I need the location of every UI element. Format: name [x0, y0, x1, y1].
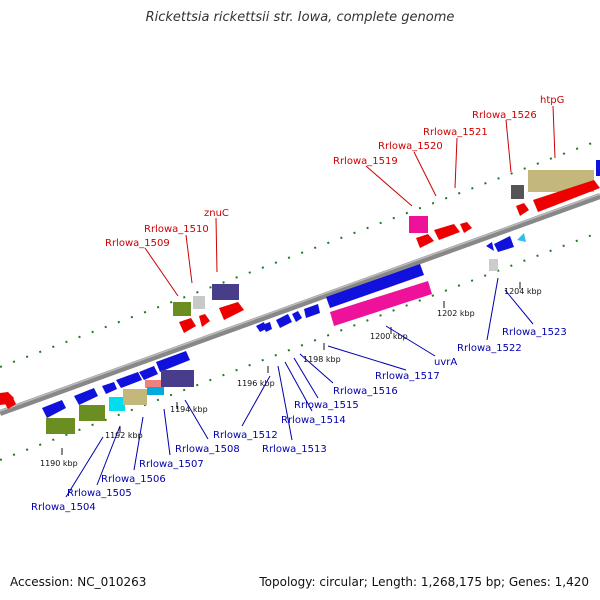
gene-label-Rrlowa_1519: Rrlowa_1519: [333, 156, 398, 167]
gene-label-znuC: znuC: [204, 208, 229, 219]
gene-arrow-long-magenta: [330, 281, 432, 326]
gene-label-Rrlowa_1526: Rrlowa_1526: [472, 110, 537, 121]
gene-arrow: [139, 366, 158, 380]
kbp-label-1198: 1198 kbp: [303, 355, 341, 364]
gene-arrow-long: [326, 264, 424, 308]
gene-label-Rrlowa_1517: Rrlowa_1517: [375, 371, 440, 382]
gene-label-Rrlowa_1522: Rrlowa_1522: [457, 343, 522, 354]
gene-block-salmon: [145, 380, 163, 388]
gene-block-teal: [147, 387, 164, 395]
gene-block-magenta: [409, 216, 428, 233]
accession-label: Accession: NC_010263: [10, 575, 147, 589]
gene-label-htpG: htpG: [540, 95, 564, 106]
gene-arrow: [179, 318, 196, 333]
gene-label-Rrlowa_1505: Rrlowa_1505: [67, 488, 132, 499]
gene-arrow: [486, 242, 494, 251]
reverse-leader-lines: [65, 277, 534, 498]
gene-arrow: [533, 180, 600, 212]
gene-block-olive: [173, 302, 191, 316]
kbp-label-1200: 1200 kbp: [370, 332, 408, 341]
kbp-ticks: [61, 282, 521, 455]
kbp-label-1202: 1202 kbp: [437, 309, 475, 318]
gene-label-Rrlowa_1506: Rrlowa_1506: [101, 474, 166, 485]
gene-label-Rrlowa_1521: Rrlowa_1521: [423, 127, 488, 138]
gene-arrow: [42, 400, 66, 418]
gene-arrow: [74, 388, 98, 405]
gene-label-Rrlowa_1507: Rrlowa_1507: [139, 459, 204, 470]
gene-block-khaki: [123, 389, 147, 405]
kbp-label-1204: 1204 kbp: [504, 287, 542, 296]
gene-label-Rrlowa_1514: Rrlowa_1514: [281, 415, 346, 426]
gene-label-uvrA: uvrA: [434, 357, 457, 368]
backbone-line: [0, 193, 600, 416]
gene-label-Rrlowa_1513: Rrlowa_1513: [262, 444, 327, 455]
reverse-labels: Rrlowa_1504 Rrlowa_1505 Rrlowa_1506 Rrlo…: [31, 327, 567, 513]
gene-arrow: [494, 236, 514, 252]
reverse-genes: [42, 233, 526, 434]
gene-arrow: [102, 382, 117, 394]
gene-arrow: [292, 311, 302, 322]
gene-label-Rrlowa_1509: Rrlowa_1509: [105, 238, 170, 249]
gene-arrow: [460, 222, 472, 233]
forward-leader-lines: [144, 105, 556, 297]
gene-block-darkgray: [511, 185, 524, 199]
backbone-highlight: [0, 193, 600, 412]
gene-arrow: [517, 233, 526, 242]
gene-arrow: [199, 314, 210, 327]
kbp-labels: 1190 kbp 1192 kbp 1194 kbp 1196 kbp 1198…: [40, 287, 542, 468]
kbp-label-1194: 1194 kbp: [170, 405, 208, 414]
gene-block-olive: [46, 418, 75, 434]
kbp-label-1190: 1190 kbp: [40, 459, 78, 468]
genome-summary: Topology: circular; Length: 1,268,175 bp…: [259, 575, 589, 589]
kbp-label-1196: 1196 kbp: [237, 379, 275, 388]
kbp-label-1192: 1192 kbp: [105, 431, 143, 440]
gene-label-Rrlowa_1516: Rrlowa_1516: [333, 386, 398, 397]
gene-block-gray: [193, 296, 205, 309]
backbone: [0, 193, 600, 416]
gene-block-olive: [79, 405, 105, 421]
gene-block-slate: [212, 284, 239, 300]
gene-arrow: [304, 304, 320, 318]
gene-arrow: [516, 203, 529, 216]
gene-arrow: [156, 351, 190, 372]
gene-label-Rrlowa_1515: Rrlowa_1515: [294, 400, 359, 411]
gene-block-gray: [489, 259, 498, 271]
gene-label-Rrlowa_1512: Rrlowa_1512: [213, 430, 278, 441]
forward-labels: Rrlowa_1509 Rrlowa_1510 znuC Rrlowa_1519…: [105, 95, 564, 249]
gene-arrow: [219, 302, 244, 320]
gene-arrow: [416, 234, 434, 248]
gene-arrow: [434, 224, 460, 240]
gene-arrow: [276, 314, 292, 328]
gene-arrow: [4, 398, 16, 409]
gene-block-slate: [161, 370, 194, 387]
forward-genes: [0, 160, 600, 409]
gene-arrow: [0, 392, 14, 405]
gene-label-Rrlowa_1508: Rrlowa_1508: [175, 444, 240, 455]
gene-label-Rrlowa_1523: Rrlowa_1523: [502, 327, 567, 338]
gene-label-Rrlowa_1520: Rrlowa_1520: [378, 141, 443, 152]
gene-arrow: [262, 322, 272, 332]
map-title: Rickettsia rickettsii str. Iowa, complet…: [145, 10, 455, 25]
gene-label-Rrlowa_1504: Rrlowa_1504: [31, 502, 96, 513]
gene-block-cyan: [109, 397, 125, 411]
gene-block-blue: [596, 160, 600, 176]
gene-label-Rrlowa_1510: Rrlowa_1510: [144, 224, 209, 235]
gene-arrow: [116, 372, 142, 388]
